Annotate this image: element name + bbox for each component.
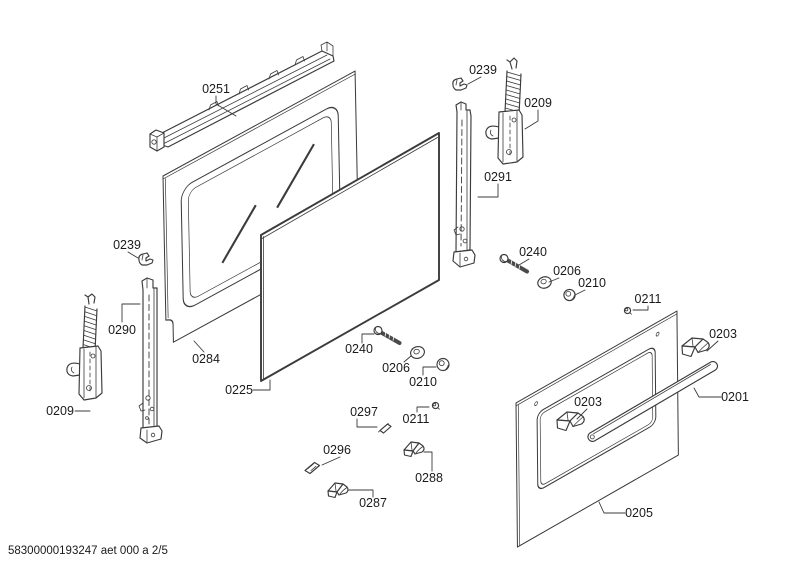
part-number-label: 0239	[113, 238, 141, 252]
callout-0210-bottom: 0210	[409, 366, 437, 389]
part-0239-clip-right	[452, 77, 468, 91]
part-0203-handle-bracket-right	[681, 337, 710, 358]
part-number-label: 0209	[46, 404, 74, 418]
callout-0203-right: 0203	[706, 327, 737, 352]
callout-0203-door: 0203	[574, 395, 602, 420]
callout-0206-right: 0206	[548, 264, 581, 283]
part-0211-screw-right	[623, 306, 632, 315]
callout-0225: 0225	[225, 379, 271, 397]
part-number-label: 0290	[108, 323, 136, 337]
part-0209-hinge-left	[66, 293, 103, 401]
callout-0240-bottom: 0240	[345, 333, 375, 356]
part-number-label: 0297	[350, 405, 378, 419]
glass-reflection-mark	[276, 143, 315, 209]
part-0240-screw-bottom	[373, 325, 402, 345]
part-0239-clip-left	[138, 252, 154, 266]
part-number-label: 0210	[409, 375, 437, 389]
part-0287-bracket	[327, 482, 349, 499]
part-number-label: 0210	[578, 276, 606, 290]
handle-screw-hole	[655, 331, 660, 337]
callout-0209-left: 0209	[46, 404, 91, 418]
callout-0296: 0296	[321, 443, 351, 466]
callout-0251: 0251	[202, 82, 237, 117]
part-number-label: 0287	[359, 496, 387, 510]
part-number-label: 0203	[709, 327, 737, 341]
callout-0297: 0297	[350, 405, 378, 428]
callout-0290: 0290	[108, 303, 141, 337]
part-number-label: 0239	[469, 63, 497, 77]
part-number-label: 0205	[625, 506, 653, 520]
callout-0201: 0201	[693, 387, 749, 404]
part-number-label: 0206	[382, 361, 410, 375]
callout-0211-bottom: 0211	[403, 406, 430, 426]
part-number-label: 0284	[192, 352, 220, 366]
callout-0239-left: 0239	[113, 238, 141, 259]
callout-0288: 0288	[415, 451, 443, 485]
part-0206-washer-bottom	[410, 345, 425, 360]
part-number-label: 0240	[519, 245, 547, 259]
part-0225-inner-glass-panel	[260, 132, 440, 382]
handle-screw-hole	[534, 401, 538, 406]
part-number-label: 0291	[484, 170, 512, 184]
part-0251-top-trim-rail	[149, 41, 335, 152]
callout-0287: 0287	[348, 489, 387, 510]
part-0209-hinge-right	[485, 57, 524, 165]
callout-0240-right: 0240	[518, 245, 547, 266]
part-0288-bracket	[403, 441, 425, 458]
part-number-label: 0209	[524, 96, 552, 110]
callout-0209-top: 0209	[524, 96, 552, 130]
part-number-label: 0288	[415, 471, 443, 485]
part-number-label: 0203	[574, 395, 602, 409]
part-0240-screw-right	[499, 253, 529, 274]
part-number-label: 0296	[323, 443, 351, 457]
part-0290-side-rail-left	[138, 277, 163, 444]
part-number-label: 0206	[553, 264, 581, 278]
part-0211-screw-bottom	[431, 401, 440, 410]
callout-0211-right: 0211	[632, 292, 662, 311]
part-0210-nut-right	[563, 288, 576, 302]
callout-0205: 0205	[598, 501, 653, 520]
part-number-label: 0211	[635, 292, 662, 306]
document-code: 58300000193247 aet 000 a 2/5	[8, 545, 168, 557]
callout-0291: 0291	[477, 170, 512, 198]
part-number-label: 0201	[721, 390, 749, 404]
part-number-label: 0240	[345, 342, 373, 356]
callout-0239-top: 0239	[467, 63, 497, 85]
part-0291-side-rail-right	[452, 101, 476, 268]
part-0201-door-handle	[587, 361, 719, 442]
callout-0284: 0284	[192, 340, 220, 366]
part-number-label: 0225	[225, 383, 253, 397]
part-0210-nut-bottom	[436, 357, 450, 372]
part-0297-pin	[378, 423, 392, 434]
glass-reflection-mark	[221, 204, 257, 264]
callout-0206-bottom: 0206	[382, 355, 412, 375]
part-number-label: 0211	[403, 412, 430, 426]
callout-0210-right: 0210	[574, 276, 606, 296]
part-0206-washer-right	[537, 276, 552, 289]
part-0296-pin	[304, 461, 321, 475]
part-number-label: 0251	[202, 82, 230, 96]
